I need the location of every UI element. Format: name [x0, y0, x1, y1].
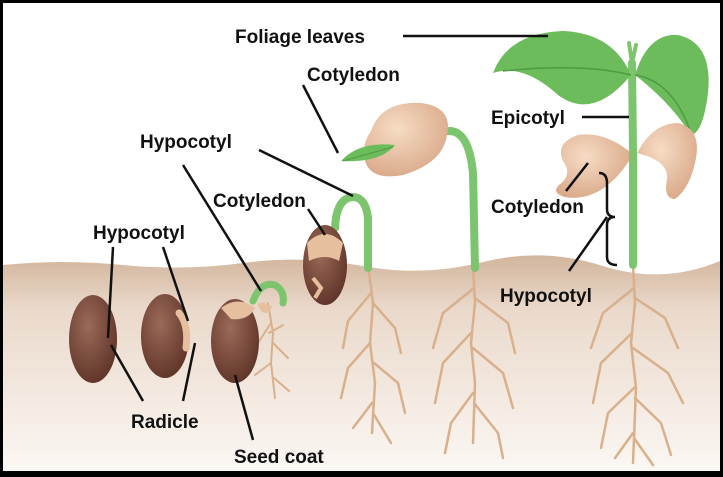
label-hypocotyl-right: Hypocotyl: [500, 286, 592, 307]
label-hypocotyl-left: Hypocotyl: [93, 223, 185, 244]
hypocotyl-stage-6: [632, 63, 633, 265]
label-cotyledon-top: Cotyledon: [307, 65, 400, 86]
seed-stage-2: [141, 294, 189, 378]
label-cotyledon-mid: Cotyledon: [213, 191, 306, 212]
label-epicotyl: Epicotyl: [491, 108, 565, 129]
cotyledon-stage-5: [364, 103, 448, 177]
label-cotyledon-right: Cotyledon: [491, 197, 584, 218]
label-hypocotyl-top: Hypocotyl: [140, 132, 232, 153]
label-foliage-leaves: Foliage leaves: [235, 27, 365, 48]
germination-diagram: Foliage leaves Cotyledon Hypocotyl Cotyl…: [3, 3, 720, 471]
label-seed-coat: Seed coat: [234, 447, 324, 468]
label-radicle: Radicle: [131, 412, 199, 433]
foliage-leaf-right: [635, 35, 709, 135]
cotyledon-stage-6-right: [637, 123, 697, 199]
